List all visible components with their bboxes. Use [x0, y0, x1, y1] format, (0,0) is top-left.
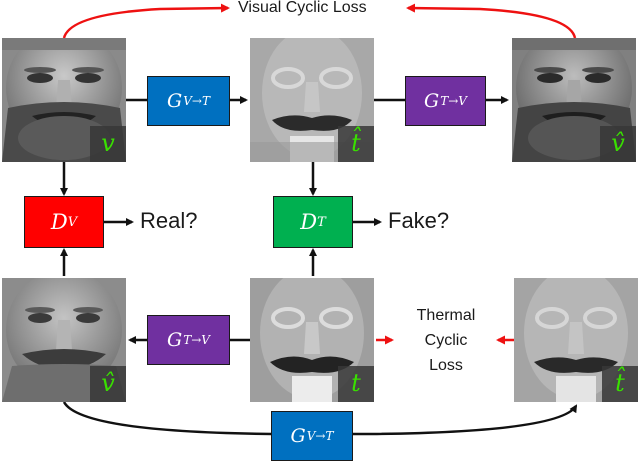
generator-sub: V→T: [306, 429, 334, 443]
tag-t: t: [338, 366, 374, 402]
generator-sub: T→V: [183, 333, 210, 347]
face-visible-recon: v̂: [512, 38, 636, 162]
tag-v-hat: v̂: [600, 126, 636, 162]
disc-sub: V: [67, 214, 78, 230]
tag-v-hat-bottom: v̂: [90, 366, 126, 402]
visual-cyclic-loss-label: Visual Cyclic Loss: [238, 0, 367, 16]
tag-t-hat: t̂: [338, 126, 374, 162]
face-thermal-real: t: [250, 278, 374, 402]
face-visible-real-image: [2, 38, 126, 162]
generator-sub: T→V: [440, 94, 467, 108]
generator-main: G: [290, 425, 306, 447]
thermal-label-line1: Thermal: [416, 307, 476, 324]
visual-cyclic-arc-left: [62, 3, 230, 39]
generator-main: G: [424, 90, 440, 112]
generator-main: G: [167, 329, 183, 351]
generator-main: G: [167, 90, 183, 112]
generator-sub: V→T: [183, 94, 210, 108]
disc-sub: T: [317, 214, 326, 230]
thermal-label-line2: Cyclic: [424, 332, 468, 349]
disc-main: D: [300, 210, 318, 234]
tag-v: v: [90, 126, 126, 162]
fake-question-label: Fake?: [388, 208, 450, 233]
face-thermal-fake: t̂: [250, 38, 374, 162]
thermal-cyclic-loss-label: Thermal Cyclic Loss: [396, 303, 496, 378]
face-thermal-recon: t̂: [514, 278, 638, 402]
disc-main: D: [50, 210, 68, 234]
face-visible-fake: v̂: [2, 278, 126, 402]
tag-t-hat-bottom: t̂: [602, 366, 638, 402]
thermal-label-line3: Loss: [429, 357, 463, 374]
face-visible-real: v: [2, 38, 126, 162]
visual-cyclic-arc-right: [406, 3, 577, 39]
real-question-label: Real?: [140, 208, 198, 233]
